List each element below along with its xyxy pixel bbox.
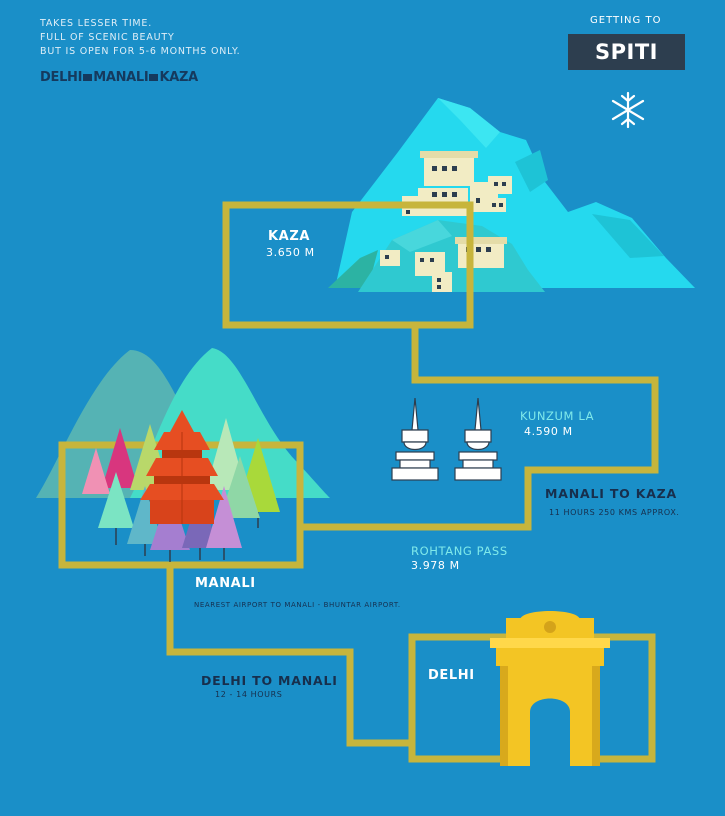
kaza-label: KAZA <box>268 229 311 244</box>
tagline-line-1: TAKES LESSER TIME. <box>40 18 153 29</box>
delhi-manali-detail: 12 - 14 HOURS <box>215 690 283 699</box>
route-separator-icon <box>149 74 159 81</box>
route-brand-origin: DELHI <box>40 70 83 85</box>
manali-kaza-detail: 11 HOURS 250 KMS APPROX. <box>549 508 680 517</box>
route-brand-dest: KAZA <box>159 70 198 85</box>
rohtang-altitude: 3.978 M <box>411 559 460 572</box>
route-brand-mid: MANALI <box>93 70 149 85</box>
stupa-icon <box>391 397 439 481</box>
temple-icon <box>140 410 224 524</box>
kunzum-label: KUNZUM LA <box>520 409 595 423</box>
route-separator-icon <box>83 74 93 81</box>
kunzum-altitude: 4.590 M <box>524 425 573 438</box>
manali-kaza-label: MANALI TO KAZA <box>545 486 678 501</box>
rohtang-label: ROHTANG PASS <box>411 544 508 558</box>
manali-airport-note: NEAREST AIRPORT TO MANALI - BHUNTAR AIRP… <box>194 601 401 609</box>
tagline-line-2: FULL OF SCENIC BEAUTY <box>40 32 175 43</box>
tagline-line-3: BUT IS OPEN FOR 5-6 MONTHS ONLY. <box>40 46 241 57</box>
kaza-altitude: 3.650 M <box>266 246 315 259</box>
stupa-icon <box>454 397 502 481</box>
pre-title: GETTING TO <box>590 15 662 26</box>
page-title: SPITI <box>568 34 685 70</box>
india-gate-icon <box>490 611 610 766</box>
snowflake-icon <box>611 91 645 129</box>
delhi-label: DELHI <box>428 668 475 683</box>
manali-label: MANALI <box>195 576 256 591</box>
route-brand: DELHI MANALI KAZA <box>40 70 198 85</box>
delhi-manali-label: DELHI TO MANALI <box>201 673 338 688</box>
